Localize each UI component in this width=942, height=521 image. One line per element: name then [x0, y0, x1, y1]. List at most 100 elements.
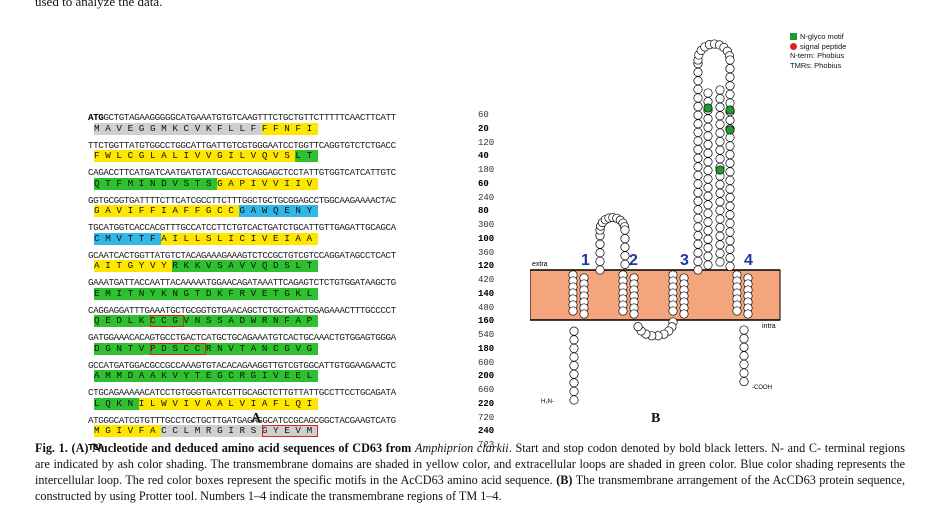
nucleotide-row: TTCTGGTTATGTGGCCTGGCATTGATTGTCGTGGGAATCC…: [88, 137, 495, 151]
position-number: 20: [478, 123, 489, 134]
residue-bead: [715, 180, 725, 190]
residue-bead: [715, 94, 725, 104]
residue-bead: [569, 395, 579, 405]
residue-bead: [725, 141, 735, 151]
residue-bead: [739, 359, 749, 369]
residue-bead: [715, 145, 725, 155]
residue-bead: [725, 72, 735, 82]
residue-bead: [693, 188, 703, 198]
tm-number-2: 2: [629, 252, 638, 269]
tm-number-4: 4: [744, 252, 753, 269]
position-number: 660: [478, 385, 495, 395]
intra-label: intra: [762, 323, 776, 330]
residue-bead: [715, 214, 725, 224]
residue-bead: [715, 240, 725, 250]
figure-caption: Fig. 1. (A) Nucleotide and deduced amino…: [35, 440, 905, 504]
residue-bead: [725, 253, 735, 263]
residue-bead: [715, 257, 725, 267]
position-number: 300: [478, 220, 495, 230]
residue-bead: [618, 306, 628, 316]
residue-bead: [693, 179, 703, 189]
residue-bead: [693, 162, 703, 172]
residue-bead: [739, 351, 749, 361]
residue-bead: [693, 231, 703, 241]
residue-bead: [725, 167, 735, 177]
residue-bead: [703, 114, 713, 124]
residue-bead: [620, 259, 630, 269]
nucleotide-row: CAGGAGGATTTGAAATGCTGCGGTGTGAACAGCTCTGCTG…: [88, 302, 495, 316]
residue-bead: [725, 89, 735, 99]
residue-bead: [715, 188, 725, 198]
caption-part-b: The transmembrane arrangement of the AcC…: [35, 473, 905, 503]
caption-part-b-marker: (B): [556, 473, 573, 487]
nucleotide-row: GCAATCACTGGTTATGTCTACAGAAAGAAAGTCTCCGCTG…: [88, 247, 495, 261]
residue-bead: [739, 334, 749, 344]
residue-bead: [703, 88, 713, 98]
residue-bead: [703, 131, 713, 141]
residue-bead: [703, 200, 713, 210]
residue-bead: [595, 256, 605, 266]
tm-number-1: 1: [581, 252, 590, 269]
residue-bead: [693, 127, 703, 137]
residue-bead: [703, 208, 713, 218]
residue-bead: [703, 234, 713, 244]
residue-bead: [725, 175, 735, 185]
residue-bead: [715, 231, 725, 241]
nucleotide-row: GGTGCGGTGATTTTCTTCATCGCCTTCTTTGGCTGCTGCG…: [88, 192, 495, 206]
residue-bead: [693, 67, 703, 77]
residue-bead: [569, 386, 579, 396]
residue-bead: [703, 157, 713, 167]
position-number: 240: [478, 192, 495, 203]
position-number: 360: [478, 247, 495, 258]
residue-bead: [725, 105, 735, 115]
residue-bead: [595, 239, 605, 249]
residue-bead: [579, 309, 589, 319]
residue-bead: [569, 335, 579, 345]
residue-bead: [703, 217, 713, 227]
position-number: 480: [478, 302, 495, 313]
membrane-band: [530, 269, 781, 321]
nglyco-swatch-icon: [790, 33, 797, 40]
residue-bead: [633, 322, 643, 332]
residue-bead: [620, 225, 630, 235]
legend-item-tmrs: TMRs: Phobius: [790, 60, 842, 70]
position-number: 120: [478, 261, 495, 272]
residue-bead: [715, 154, 725, 164]
residue-bead: [725, 261, 735, 271]
residue-bead: [629, 309, 639, 319]
residue-bead: [569, 369, 579, 379]
residue-bead: [693, 205, 703, 215]
residue-bead: [703, 226, 713, 236]
residue-bead: [715, 165, 725, 175]
position-number: 120: [478, 137, 495, 148]
residue-bead: [703, 165, 713, 175]
legend-item-nglyco: N-glyco motif: [790, 32, 846, 42]
nucleotide-row: GATGGAAACACAGTGCCTGACTCATGCTGCAGAAATGTCA…: [88, 330, 495, 343]
residue-bead: [715, 223, 725, 233]
position-number: 180: [478, 165, 495, 175]
residue-bead: [569, 352, 579, 362]
species-name: Amphiprion clarkii: [414, 441, 509, 455]
position-number: 100: [478, 233, 495, 244]
position-number: 220: [478, 398, 495, 409]
residue-bead: [703, 260, 713, 270]
position-number: 80: [478, 206, 489, 217]
residue-bead: [569, 326, 579, 336]
residue-bead: [693, 136, 703, 146]
position-number: 60: [478, 178, 489, 189]
residue-bead: [693, 213, 703, 223]
panel-a-label: A: [251, 411, 262, 426]
